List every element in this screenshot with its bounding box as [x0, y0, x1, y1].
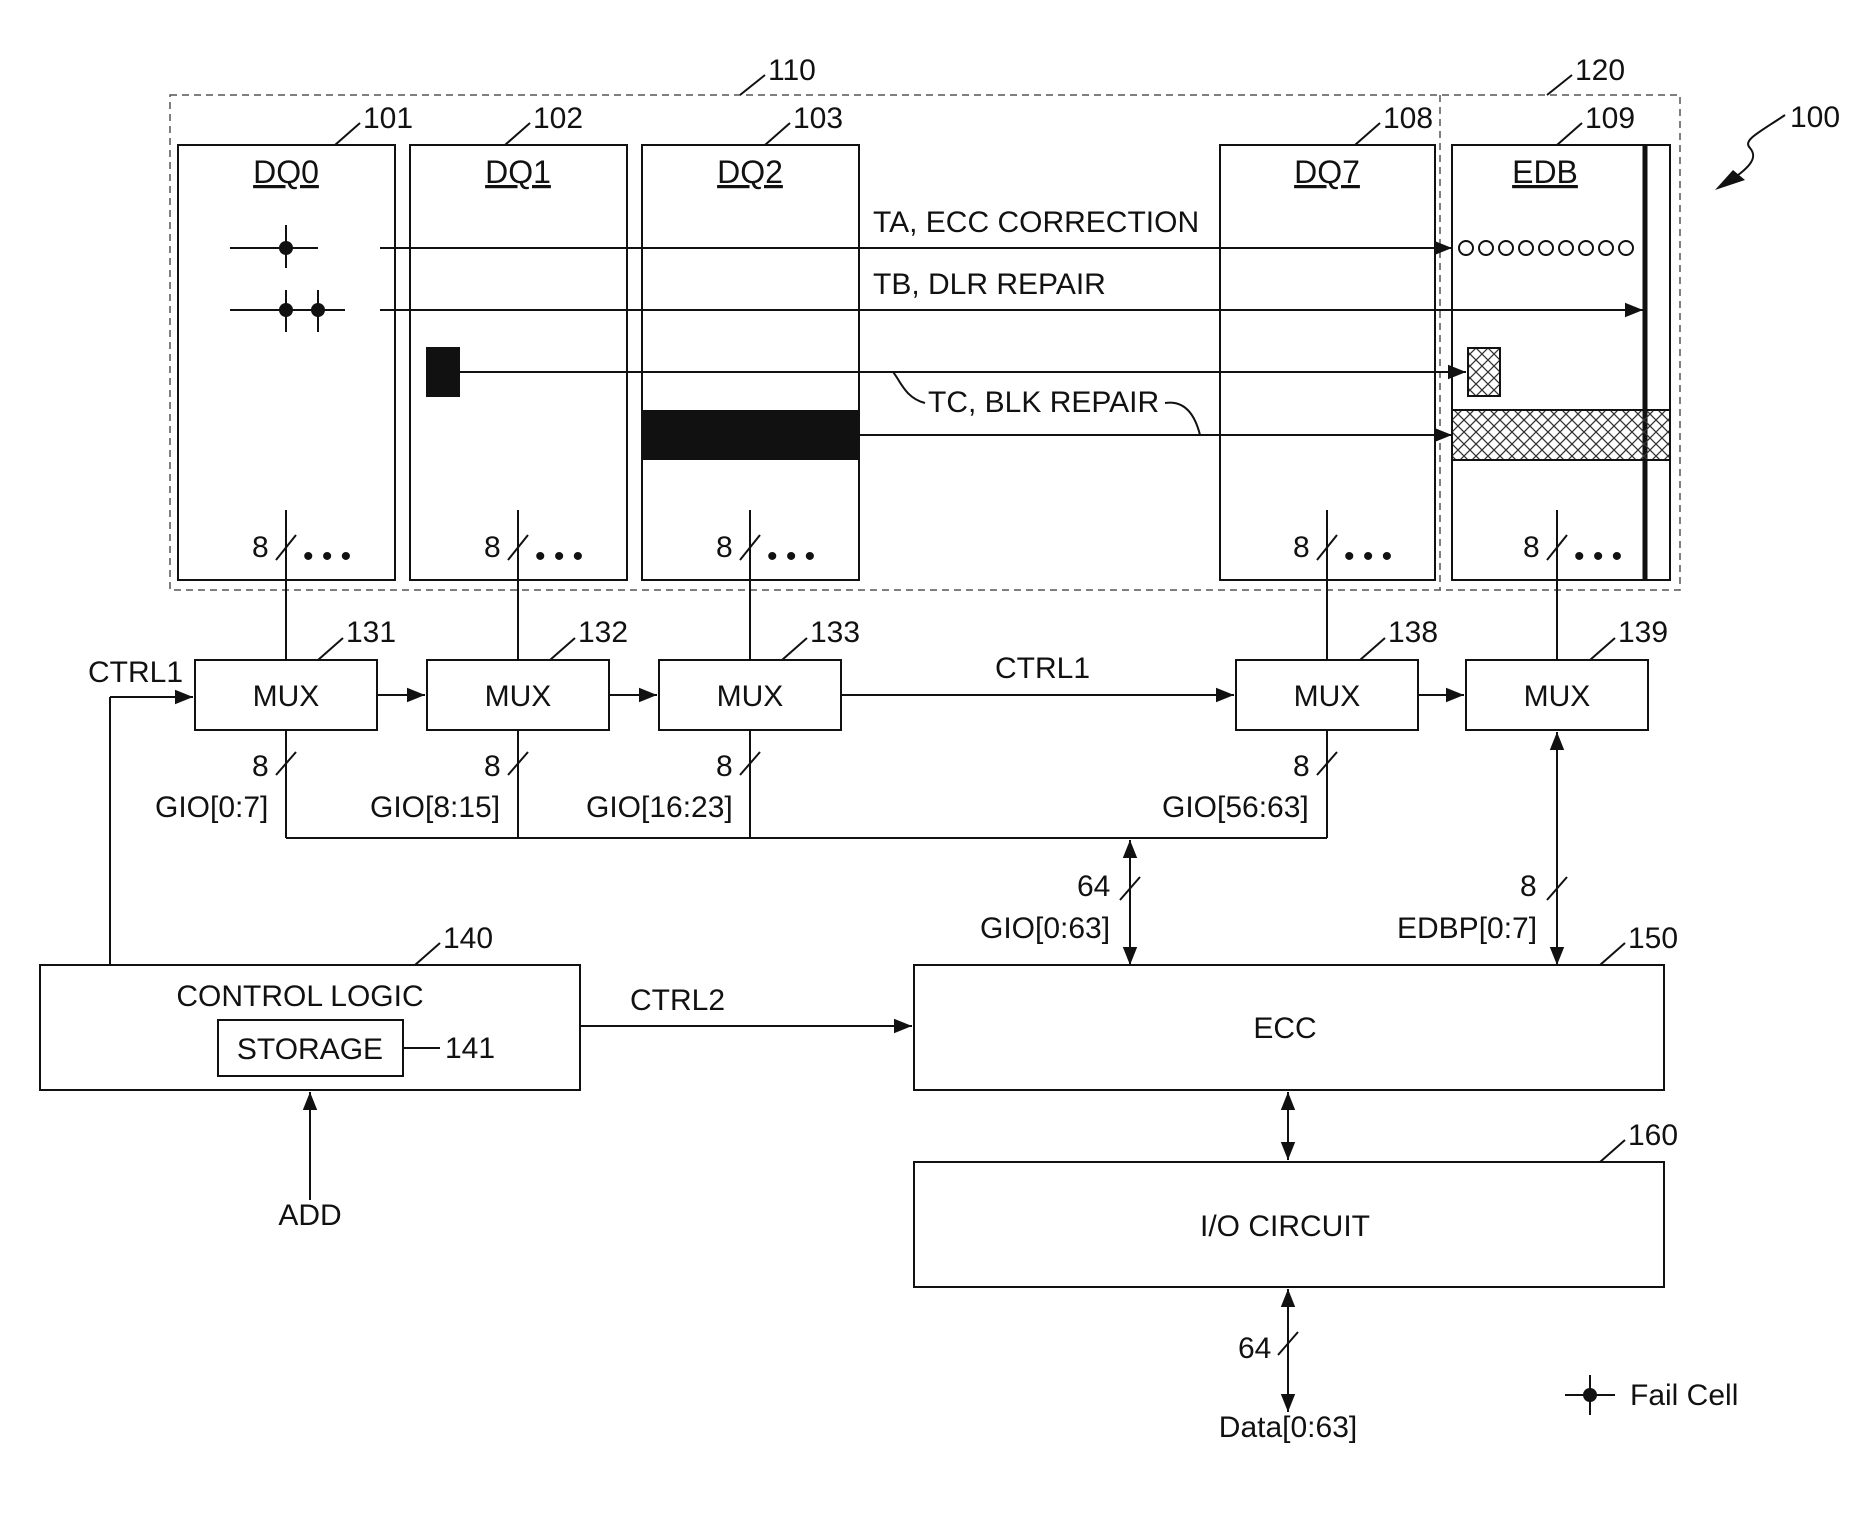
ellipsis-dq1: • • •: [535, 540, 583, 573]
ref-132: 132: [578, 616, 628, 649]
gio-label-8-15: GIO[8:15]: [370, 791, 500, 824]
ref-138: 138: [1388, 616, 1438, 649]
ref-101: 101: [363, 102, 413, 135]
ref-103: 103: [793, 102, 843, 135]
mux-139-label: MUX: [1524, 680, 1591, 713]
gio-label-56-63: GIO[56:63]: [1162, 791, 1309, 824]
ecc-block: ECC 150: [914, 922, 1678, 1090]
gio-width-1: 8: [484, 750, 501, 783]
bus-width-dq0: 8: [252, 531, 269, 564]
gio-label-16-23: GIO[16:23]: [586, 791, 733, 824]
column-dq1: DQ1 102: [410, 102, 627, 580]
ctrl2-label: CTRL2: [630, 984, 725, 1017]
bus-width-dq1: 8: [484, 531, 501, 564]
mux-133-label: MUX: [717, 680, 784, 713]
edbp-label: EDBP[0:7]: [1397, 912, 1537, 945]
edb-spare-block-small: [1468, 348, 1500, 396]
edb-spare-cells: [1459, 241, 1633, 255]
ref-110-leader: [740, 75, 765, 95]
column-dq7: DQ7 108: [1220, 102, 1435, 580]
ellipsis-edb: • • •: [1574, 540, 1622, 573]
mux-139: MUX 139: [1466, 616, 1668, 730]
ellipsis-dq0: • • •: [303, 540, 351, 573]
ref-141: 141: [445, 1032, 495, 1065]
column-dq2-title: DQ2: [717, 154, 783, 190]
gio-width-0: 8: [252, 750, 269, 783]
mux-138: MUX 138: [1236, 616, 1438, 730]
legend: Fail Cell: [1565, 1375, 1738, 1415]
ref-139: 139: [1618, 616, 1668, 649]
mux-138-label: MUX: [1294, 680, 1361, 713]
ref-110: 110: [768, 54, 816, 87]
repair-label-tc: TC, BLK REPAIR: [928, 386, 1159, 419]
mux-132-label: MUX: [485, 680, 552, 713]
ecc-label: ECC: [1253, 1012, 1316, 1045]
gio-all-width: 64: [1077, 870, 1110, 903]
column-dq1-title: DQ1: [485, 154, 551, 190]
repair-label-tc-leader-right: [1165, 403, 1200, 435]
bus-width-dq2: 8: [716, 531, 733, 564]
data-bus-label: Data[0:63]: [1219, 1411, 1357, 1444]
control-logic-block: CONTROL LOGIC 140 STORAGE 141: [40, 922, 580, 1090]
ctrl1-label-mid: CTRL1: [995, 652, 1090, 685]
mux-132: MUX 132: [427, 616, 628, 730]
ref-150: 150: [1628, 922, 1678, 955]
ref-120-leader: [1547, 75, 1572, 95]
column-edb-title: EDB: [1512, 154, 1578, 190]
bus-width-edb: 8: [1523, 531, 1540, 564]
column-edb: EDB 109: [1452, 102, 1670, 580]
gio-width-2: 8: [716, 750, 733, 783]
control-logic-label: CONTROL LOGIC: [176, 980, 423, 1013]
defect-block-dq2: [642, 410, 859, 460]
ellipsis-dq2: • • •: [767, 540, 815, 573]
add-label: ADD: [278, 1199, 341, 1232]
legend-label: Fail Cell: [1630, 1379, 1738, 1412]
column-dq2: DQ2 103: [642, 102, 859, 580]
ref-102: 102: [533, 102, 583, 135]
storage-label: STORAGE: [237, 1033, 383, 1066]
gio-all-label: GIO[0:63]: [980, 912, 1110, 945]
mux-131-label: MUX: [253, 680, 320, 713]
column-dq0: DQ0 101: [178, 102, 413, 580]
edbp-width: 8: [1520, 870, 1537, 903]
column-dq0-title: DQ0: [253, 154, 319, 190]
mux-131: MUX 131: [195, 616, 396, 730]
fail-cell-icon: [1583, 1388, 1597, 1402]
gio-buses: 8 8 8 8 GIO[0:7] GIO[8:15] GIO[16:23] GI…: [155, 730, 1337, 838]
gio-width-7: 8: [1293, 750, 1310, 783]
repair-label-ta: TA, ECC CORRECTION: [873, 206, 1199, 239]
mux-133: MUX 133: [659, 616, 860, 730]
edb-spare-block-large: [1452, 410, 1670, 460]
io-circuit-label: I/O CIRCUIT: [1200, 1210, 1370, 1243]
ref-133: 133: [810, 616, 860, 649]
ctrl1-label-left: CTRL1: [88, 656, 183, 689]
ref-131: 131: [346, 616, 396, 649]
ref-160: 160: [1628, 1119, 1678, 1152]
ref-140: 140: [443, 922, 493, 955]
bus-width-dq7: 8: [1293, 531, 1310, 564]
ref-109: 109: [1585, 102, 1635, 135]
data-bus-width: 64: [1238, 1332, 1271, 1365]
repair-label-tc-leader-left: [893, 372, 925, 403]
repair-label-tb: TB, DLR REPAIR: [873, 268, 1106, 301]
ellipsis-dq7: • • •: [1344, 540, 1392, 573]
io-circuit-block: I/O CIRCUIT 160: [914, 1119, 1678, 1287]
gio-label-0-7: GIO[0:7]: [155, 791, 268, 824]
column-dq7-title: DQ7: [1294, 154, 1360, 190]
defect-block-dq1: [426, 347, 460, 397]
ref-120: 120: [1575, 54, 1625, 87]
ref-108: 108: [1383, 102, 1433, 135]
ref-100: 100: [1790, 101, 1840, 134]
